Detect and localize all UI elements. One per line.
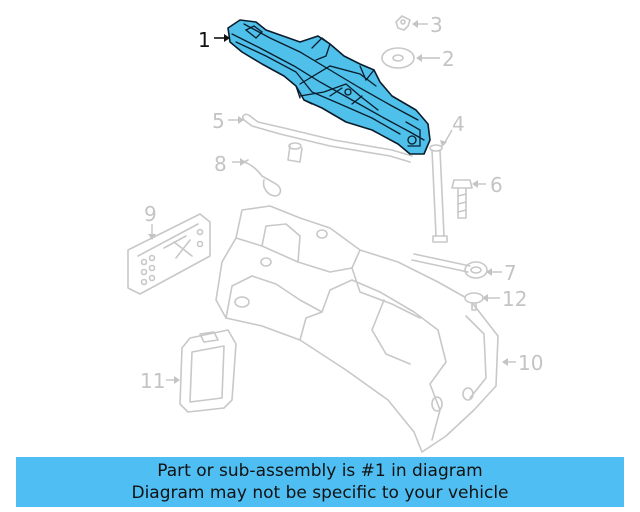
banner-line-2: Diagram may not be specific to your vehi… bbox=[131, 483, 509, 503]
callout-10: 10 bbox=[518, 351, 543, 375]
part-6-bolt bbox=[451, 179, 473, 219]
callout-1: 1 bbox=[198, 28, 211, 52]
callout-6: 6 bbox=[490, 173, 503, 197]
info-banner: Part or sub-assembly is #1 in diagram Di… bbox=[16, 457, 624, 507]
banner-line-1: Part or sub-assembly is #1 in diagram bbox=[157, 461, 483, 481]
part-11-frame bbox=[179, 329, 237, 413]
part-5-handle bbox=[241, 113, 413, 163]
callout-5: 5 bbox=[212, 109, 225, 133]
part-9-plate bbox=[127, 213, 211, 295]
part-1-scissor-jack[interactable] bbox=[227, 19, 431, 155]
part-4-rod bbox=[429, 144, 448, 243]
leader-lines bbox=[148, 20, 516, 384]
callout-3: 3 bbox=[430, 13, 443, 37]
part-7-eye-bolt bbox=[411, 253, 488, 279]
callout-4: 4 bbox=[452, 112, 465, 136]
part-2-washer bbox=[381, 47, 415, 69]
part-3-clip bbox=[395, 15, 411, 31]
callout-11: 11 bbox=[140, 369, 165, 393]
callout-9: 9 bbox=[144, 202, 157, 226]
callout-2: 2 bbox=[442, 47, 455, 71]
callout-7: 7 bbox=[504, 261, 517, 285]
callout-8: 8 bbox=[214, 152, 227, 176]
part-10-storage-tray bbox=[215, 205, 499, 453]
callout-12: 12 bbox=[502, 287, 527, 311]
part-8-hook bbox=[243, 159, 282, 197]
